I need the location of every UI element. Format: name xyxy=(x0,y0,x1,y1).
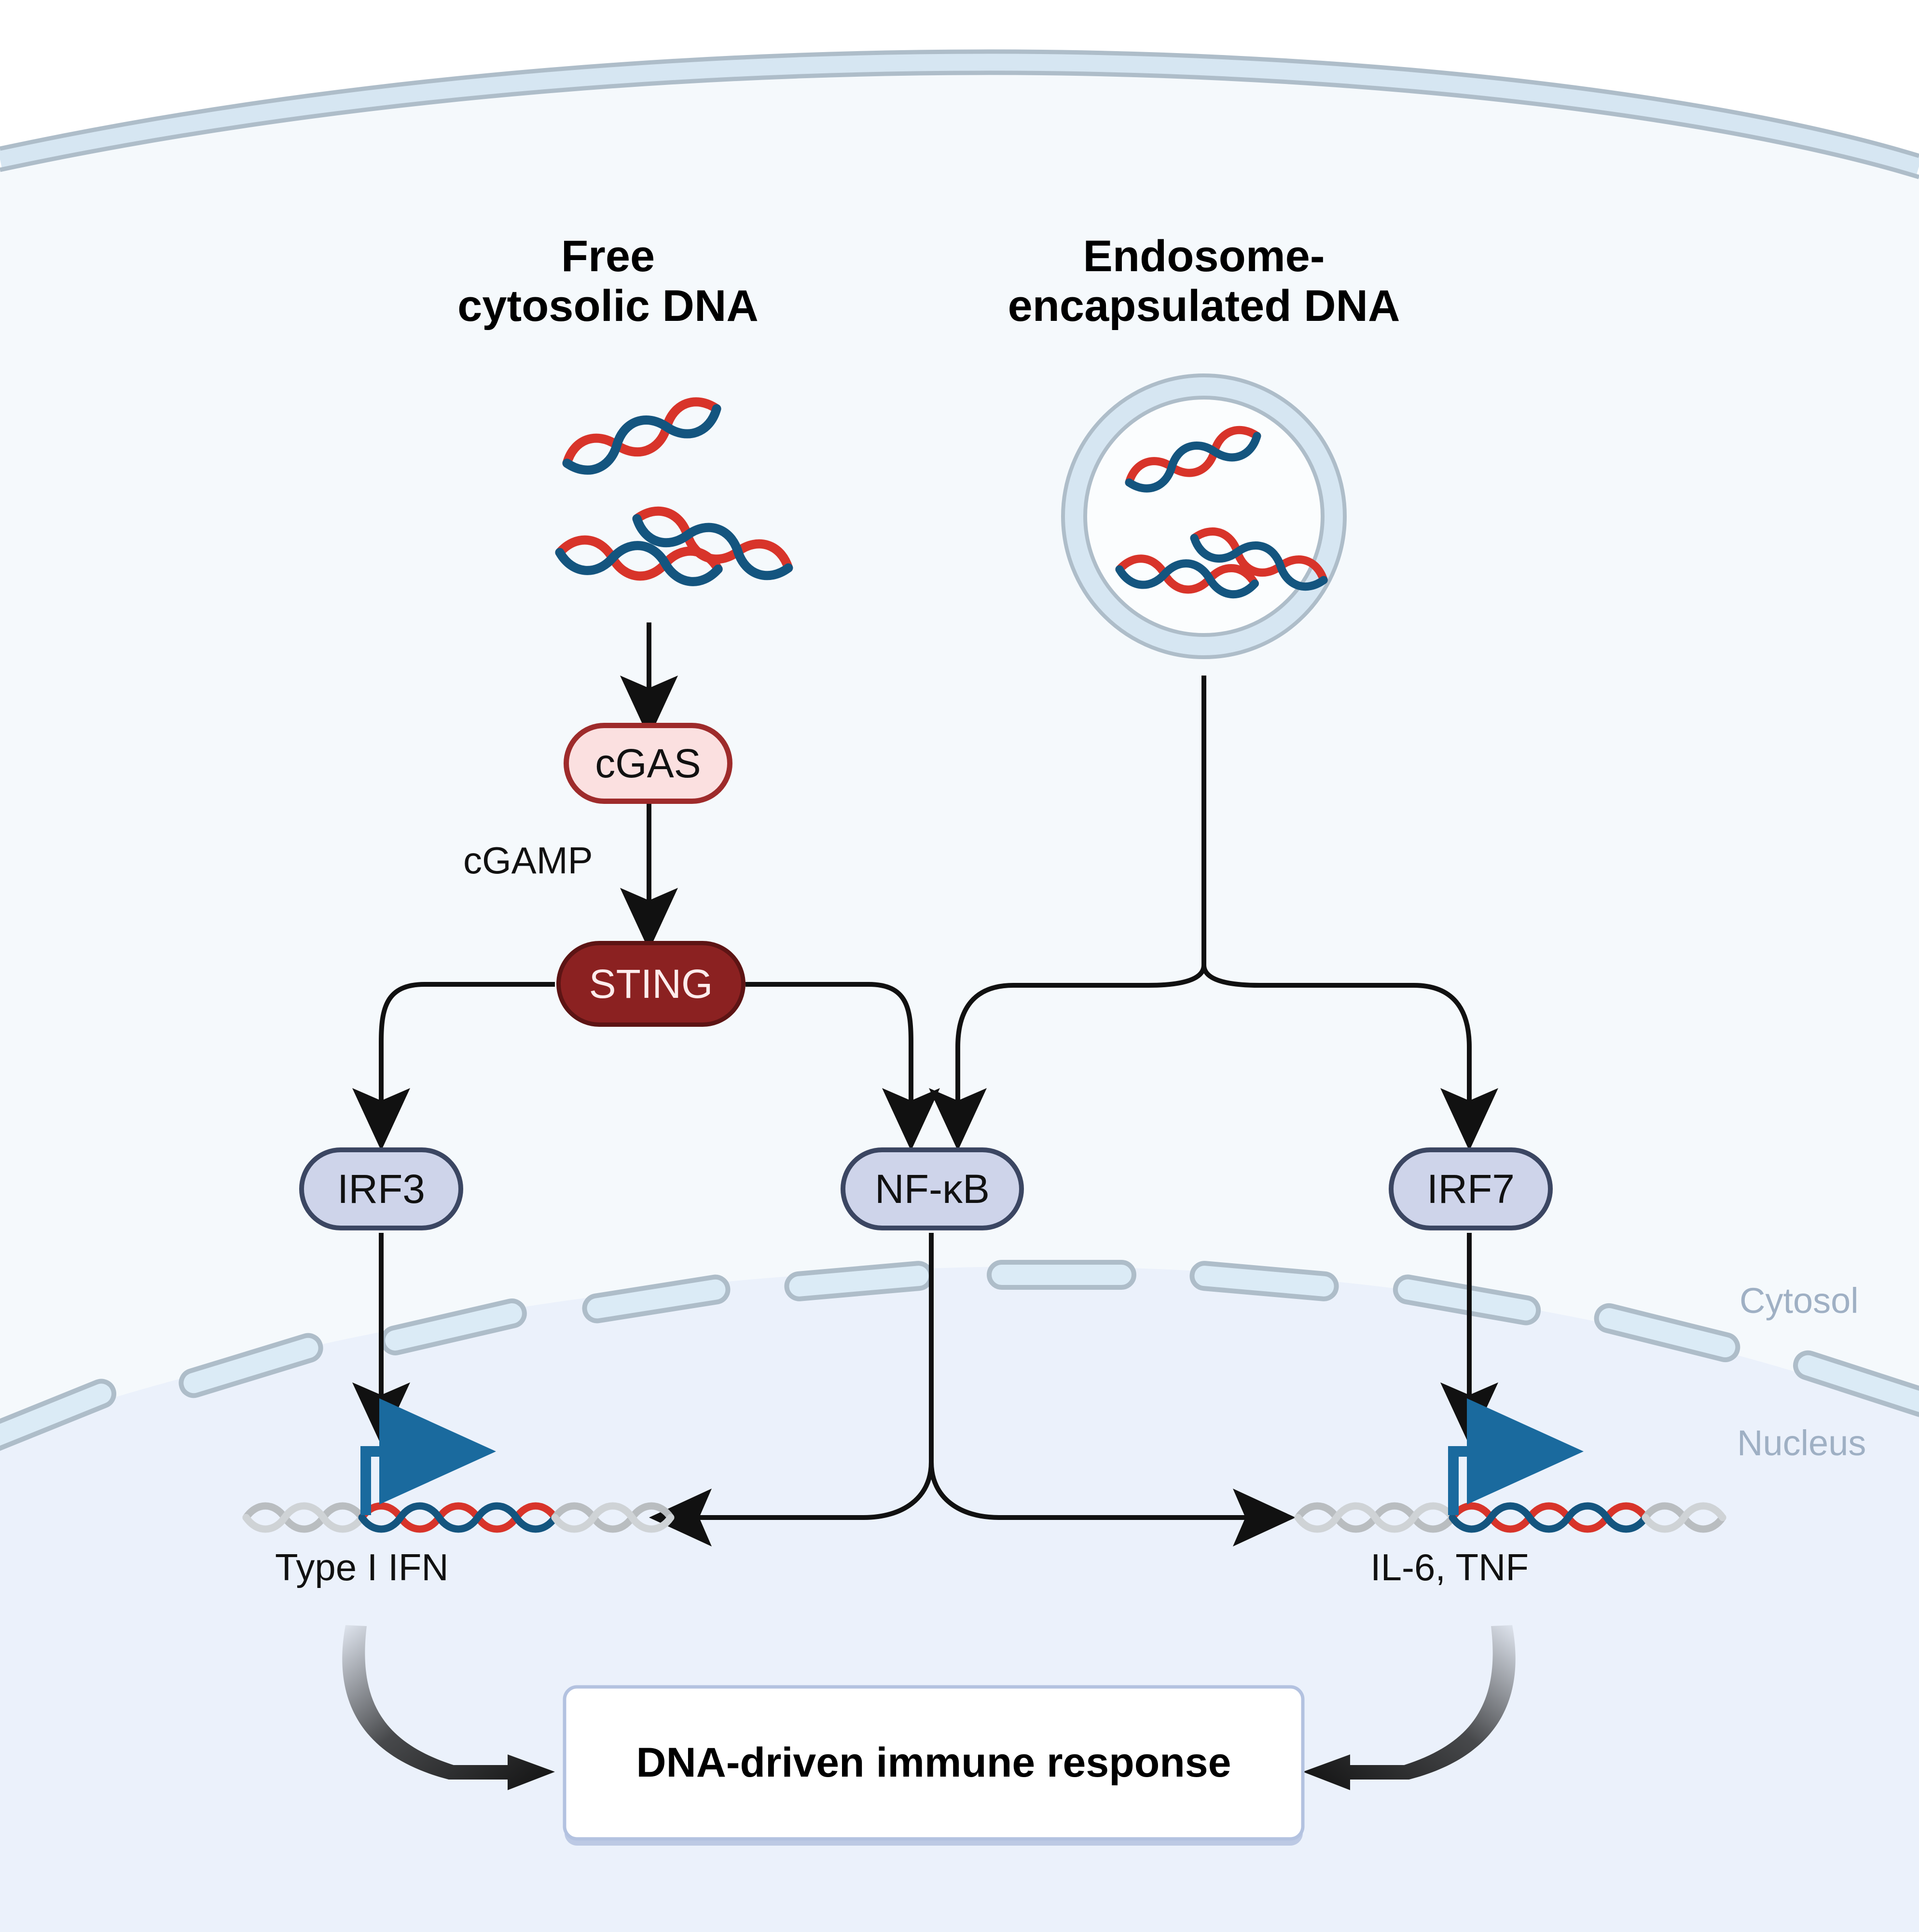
edge-nfkb-to-il6-gene xyxy=(929,1233,1296,1546)
gene-type1-ifn xyxy=(242,1398,675,1533)
node-sting-label: STING xyxy=(589,961,713,1007)
cgamp-label: cGAMP xyxy=(463,839,593,882)
plasma-membrane xyxy=(0,49,1919,179)
edge-sting-to-nfkb xyxy=(746,982,940,1151)
free-cytosolic-dna-icon xyxy=(555,397,793,586)
node-irf7-label: IRF7 xyxy=(1426,1166,1515,1212)
node-irf3[interactable]: IRF3 xyxy=(299,1147,463,1230)
compartment-label-nucleus: Nucleus xyxy=(1737,1423,1866,1463)
node-nfkb[interactable]: NF-κB xyxy=(841,1147,1024,1230)
node-irf3-label: IRF3 xyxy=(337,1166,426,1212)
endosome-dna-label: Endosome- encapsulated DNA xyxy=(1008,232,1400,331)
node-cgas-label: cGAS xyxy=(595,740,701,786)
outcome-arrows xyxy=(342,1625,1516,1790)
gene-label-type1-ifn: Type I IFN xyxy=(275,1546,449,1588)
gene-label-il6-tnf: IL-6, TNF xyxy=(1370,1546,1529,1588)
edge-sting-to-irf3 xyxy=(352,982,555,1151)
promoter-arrow-icon xyxy=(360,1398,496,1515)
promoter-arrow-icon xyxy=(1448,1398,1584,1515)
edge-endosome-to-nfkb xyxy=(929,965,1206,1151)
outcome-label: DNA-driven immune response xyxy=(636,1739,1231,1786)
pathway-edges xyxy=(352,622,1498,1546)
compartment-label-cytosol: Cytosol xyxy=(1740,1281,1859,1321)
node-irf7[interactable]: IRF7 xyxy=(1389,1147,1553,1230)
node-nfkb-label: NF-κB xyxy=(875,1166,990,1212)
gene-il6-tnf xyxy=(1294,1398,1726,1533)
arrow-ifn-to-outcome xyxy=(342,1625,555,1790)
node-cgas[interactable]: cGAS xyxy=(564,723,732,804)
arrow-il6-to-outcome xyxy=(1303,1625,1516,1790)
node-sting[interactable]: STING xyxy=(556,941,746,1027)
endosome-icon xyxy=(1061,373,1347,659)
free-cytosolic-dna-label: Free cytosolic DNA xyxy=(457,232,759,331)
outcome-box xyxy=(563,1685,1305,1846)
edge-endosome-to-irf7 xyxy=(1201,965,1498,1151)
